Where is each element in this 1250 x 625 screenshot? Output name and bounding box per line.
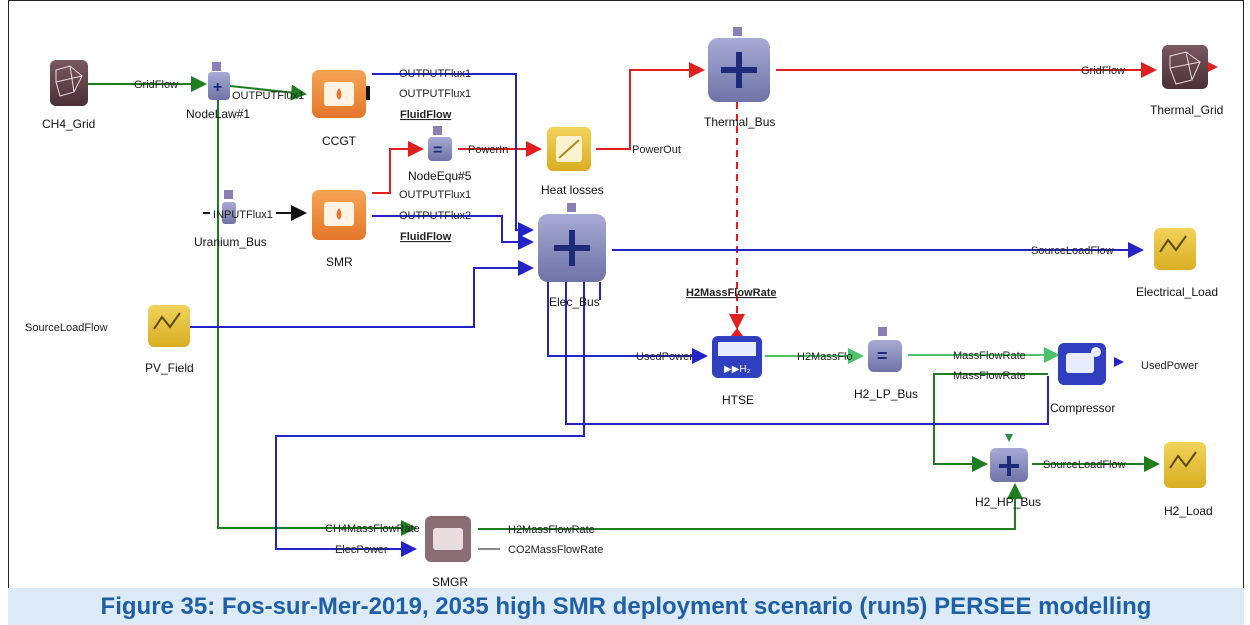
elec-bus-node[interactable]: Elec_Bus — [538, 203, 606, 309]
svg-text:HTSE: HTSE — [722, 393, 754, 407]
svg-text:CH4_Grid: CH4_Grid — [42, 117, 95, 131]
smgr-h2-line — [478, 483, 1023, 530]
smr-output2-label: OUTPUTFlux2 — [399, 210, 471, 222]
thermal-bus-node[interactable]: Thermal_Bus — [704, 27, 775, 129]
load-curve-icon — [1169, 451, 1197, 469]
elecbus-to-compressor-line — [565, 282, 1049, 425]
settings-icon — [878, 327, 887, 336]
svg-text:H2_LP_Bus: H2_LP_Bus — [854, 387, 918, 401]
pv-to-elecbus-line — [190, 260, 534, 328]
outputflux-label: OUTPUTFlux1 — [232, 90, 304, 102]
port-labels: GridFlow OUTPUTFlux1 OUTPUTFlux1 OUTPUTF… — [25, 65, 1198, 556]
svg-text:NodeEqu#5: NodeEqu#5 — [408, 169, 472, 183]
svg-text:CCGT: CCGT — [322, 134, 357, 148]
settings-icon — [224, 190, 233, 199]
powerin-label: PowerIn — [468, 144, 508, 156]
svg-text:H2_Load: H2_Load — [1164, 504, 1213, 518]
svg-text:Thermal_Grid: Thermal_Grid — [1150, 103, 1223, 117]
network-icon — [55, 65, 83, 97]
elecpower-label: ElecPower — [335, 544, 388, 556]
svg-text:▶▶H₂: ▶▶H₂ — [724, 364, 751, 375]
htse-usedpower-label: UsedPower — [636, 351, 693, 363]
smr-to-elecbus-line — [372, 215, 534, 250]
nodelaw-to-smgr-line — [217, 98, 417, 536]
h2-lp-to-hp-line — [933, 373, 1048, 472]
smgr-h2massflowrate-label: H2MassFlowRate — [508, 524, 595, 536]
htse-node[interactable]: ▶▶H₂ HTSE — [712, 328, 762, 407]
elecbus-to-smgr-line — [275, 282, 585, 557]
electrolyser-icon — [718, 342, 756, 356]
settings-icon — [433, 126, 442, 135]
load-curve-icon — [1159, 235, 1187, 253]
inputflux-label: INPUTFlux1 — [213, 209, 273, 221]
massflowrate1-label: MassFlowRate — [953, 350, 1026, 362]
ccgt-output1-label: OUTPUTFlux1 — [399, 68, 471, 80]
ccgt-output2-label: OUTPUTFlux1 — [399, 88, 471, 100]
compressor-node[interactable]: Compressor — [1050, 343, 1124, 415]
co2massflowrate-label: CO2MassFlowRate — [508, 544, 603, 556]
ccgt-fluidflow-label: FluidFlow — [400, 109, 452, 121]
plus-icon: + — [213, 79, 222, 96]
connections — [88, 62, 1160, 557]
svg-text:NodeLaw#1: NodeLaw#1 — [186, 107, 250, 121]
smr-fluidflow-label: FluidFlow — [400, 231, 452, 243]
svg-text:SMR: SMR — [326, 255, 353, 269]
svg-text:Heat losses: Heat losses — [541, 183, 604, 197]
thermal-gridflow-label: GridFlow — [1081, 65, 1125, 77]
nodelaw-to-ccgt-line — [229, 84, 307, 101]
h2-hp-bus-node[interactable]: H2_HP_Bus — [975, 434, 1041, 509]
ch4massflowrate-label: CH4MassFlowRate — [325, 523, 420, 535]
massflowrate2-label: MassFlowRate — [953, 370, 1026, 382]
smr-node[interactable]: SMR — [312, 190, 366, 269]
electrical-load-node[interactable]: Electrical_Load — [1136, 228, 1218, 299]
network-icon — [1169, 51, 1201, 85]
ccgt-node[interactable]: CCGT — [312, 70, 370, 148]
h2massflowrate-label: H2MassFlowRate — [686, 287, 776, 299]
elec-sourceload-label: SourceLoadFlow — [1031, 245, 1114, 257]
settings-icon — [212, 62, 221, 71]
load-curve-icon — [153, 312, 181, 330]
svg-text:Electrical_Load: Electrical_Load — [1136, 285, 1218, 299]
elecbus-to-htse-line — [547, 282, 708, 364]
pv-field-node[interactable]: PV_Field — [145, 305, 194, 375]
smr-to-nodeequ-line — [372, 141, 424, 194]
h2-sourceload-label: SourceLoadFlow — [1043, 459, 1126, 471]
compressor-icon — [1066, 353, 1094, 373]
nodelaw-node[interactable]: + NodeLaw#1 — [186, 62, 250, 121]
reformer-icon — [433, 528, 463, 550]
svg-text:SMGR: SMGR — [432, 575, 468, 589]
svg-text:H2_HP_Bus: H2_HP_Bus — [975, 495, 1041, 509]
ch4-grid-node[interactable]: CH4_Grid — [42, 60, 95, 131]
smgr-node[interactable]: SMGR — [425, 516, 471, 589]
equals-icon: = — [877, 346, 888, 366]
settings-icon — [567, 203, 576, 212]
h2-lp-bus-node[interactable]: = H2_LP_Bus — [854, 327, 918, 401]
svg-text:PV_Field: PV_Field — [145, 361, 194, 375]
uranium-bus-node[interactable]: Uranium_Bus — [194, 190, 267, 249]
svg-text:Thermal_Bus: Thermal_Bus — [704, 115, 775, 129]
h2-load-node[interactable]: H2_Load — [1164, 442, 1213, 518]
powerout-line — [596, 62, 705, 150]
settings-icon — [733, 27, 742, 36]
nodeequ5-node[interactable]: = NodeEqu#5 — [408, 126, 472, 183]
smr-output1-label: OUTPUTFlux1 — [399, 189, 471, 201]
svg-text:Uranium_Bus: Uranium_Bus — [194, 235, 267, 249]
figure-caption: Figure 35: Fos-sur-Mer-2019, 2035 high S… — [8, 588, 1244, 625]
heat-losses-node[interactable]: Heat losses — [541, 127, 604, 197]
svg-text:Elec_Bus: Elec_Bus — [549, 295, 600, 309]
equals-icon: = — [433, 142, 442, 159]
pv-sourceload-label: SourceLoadFlow — [25, 322, 108, 334]
compressor-usedpower-label: UsedPower — [1141, 360, 1198, 372]
htse-h2massflow-label: H2MassFlo — [797, 351, 853, 363]
diagram-frame — [8, 0, 1244, 588]
thermal-grid-node[interactable]: Thermal_Grid — [1150, 45, 1223, 117]
svg-text:Compressor: Compressor — [1050, 401, 1115, 415]
powerout-label: PowerOut — [632, 144, 681, 156]
gridflow-label: GridFlow — [134, 79, 178, 91]
ccgt-to-elecbus-line — [372, 73, 534, 238]
